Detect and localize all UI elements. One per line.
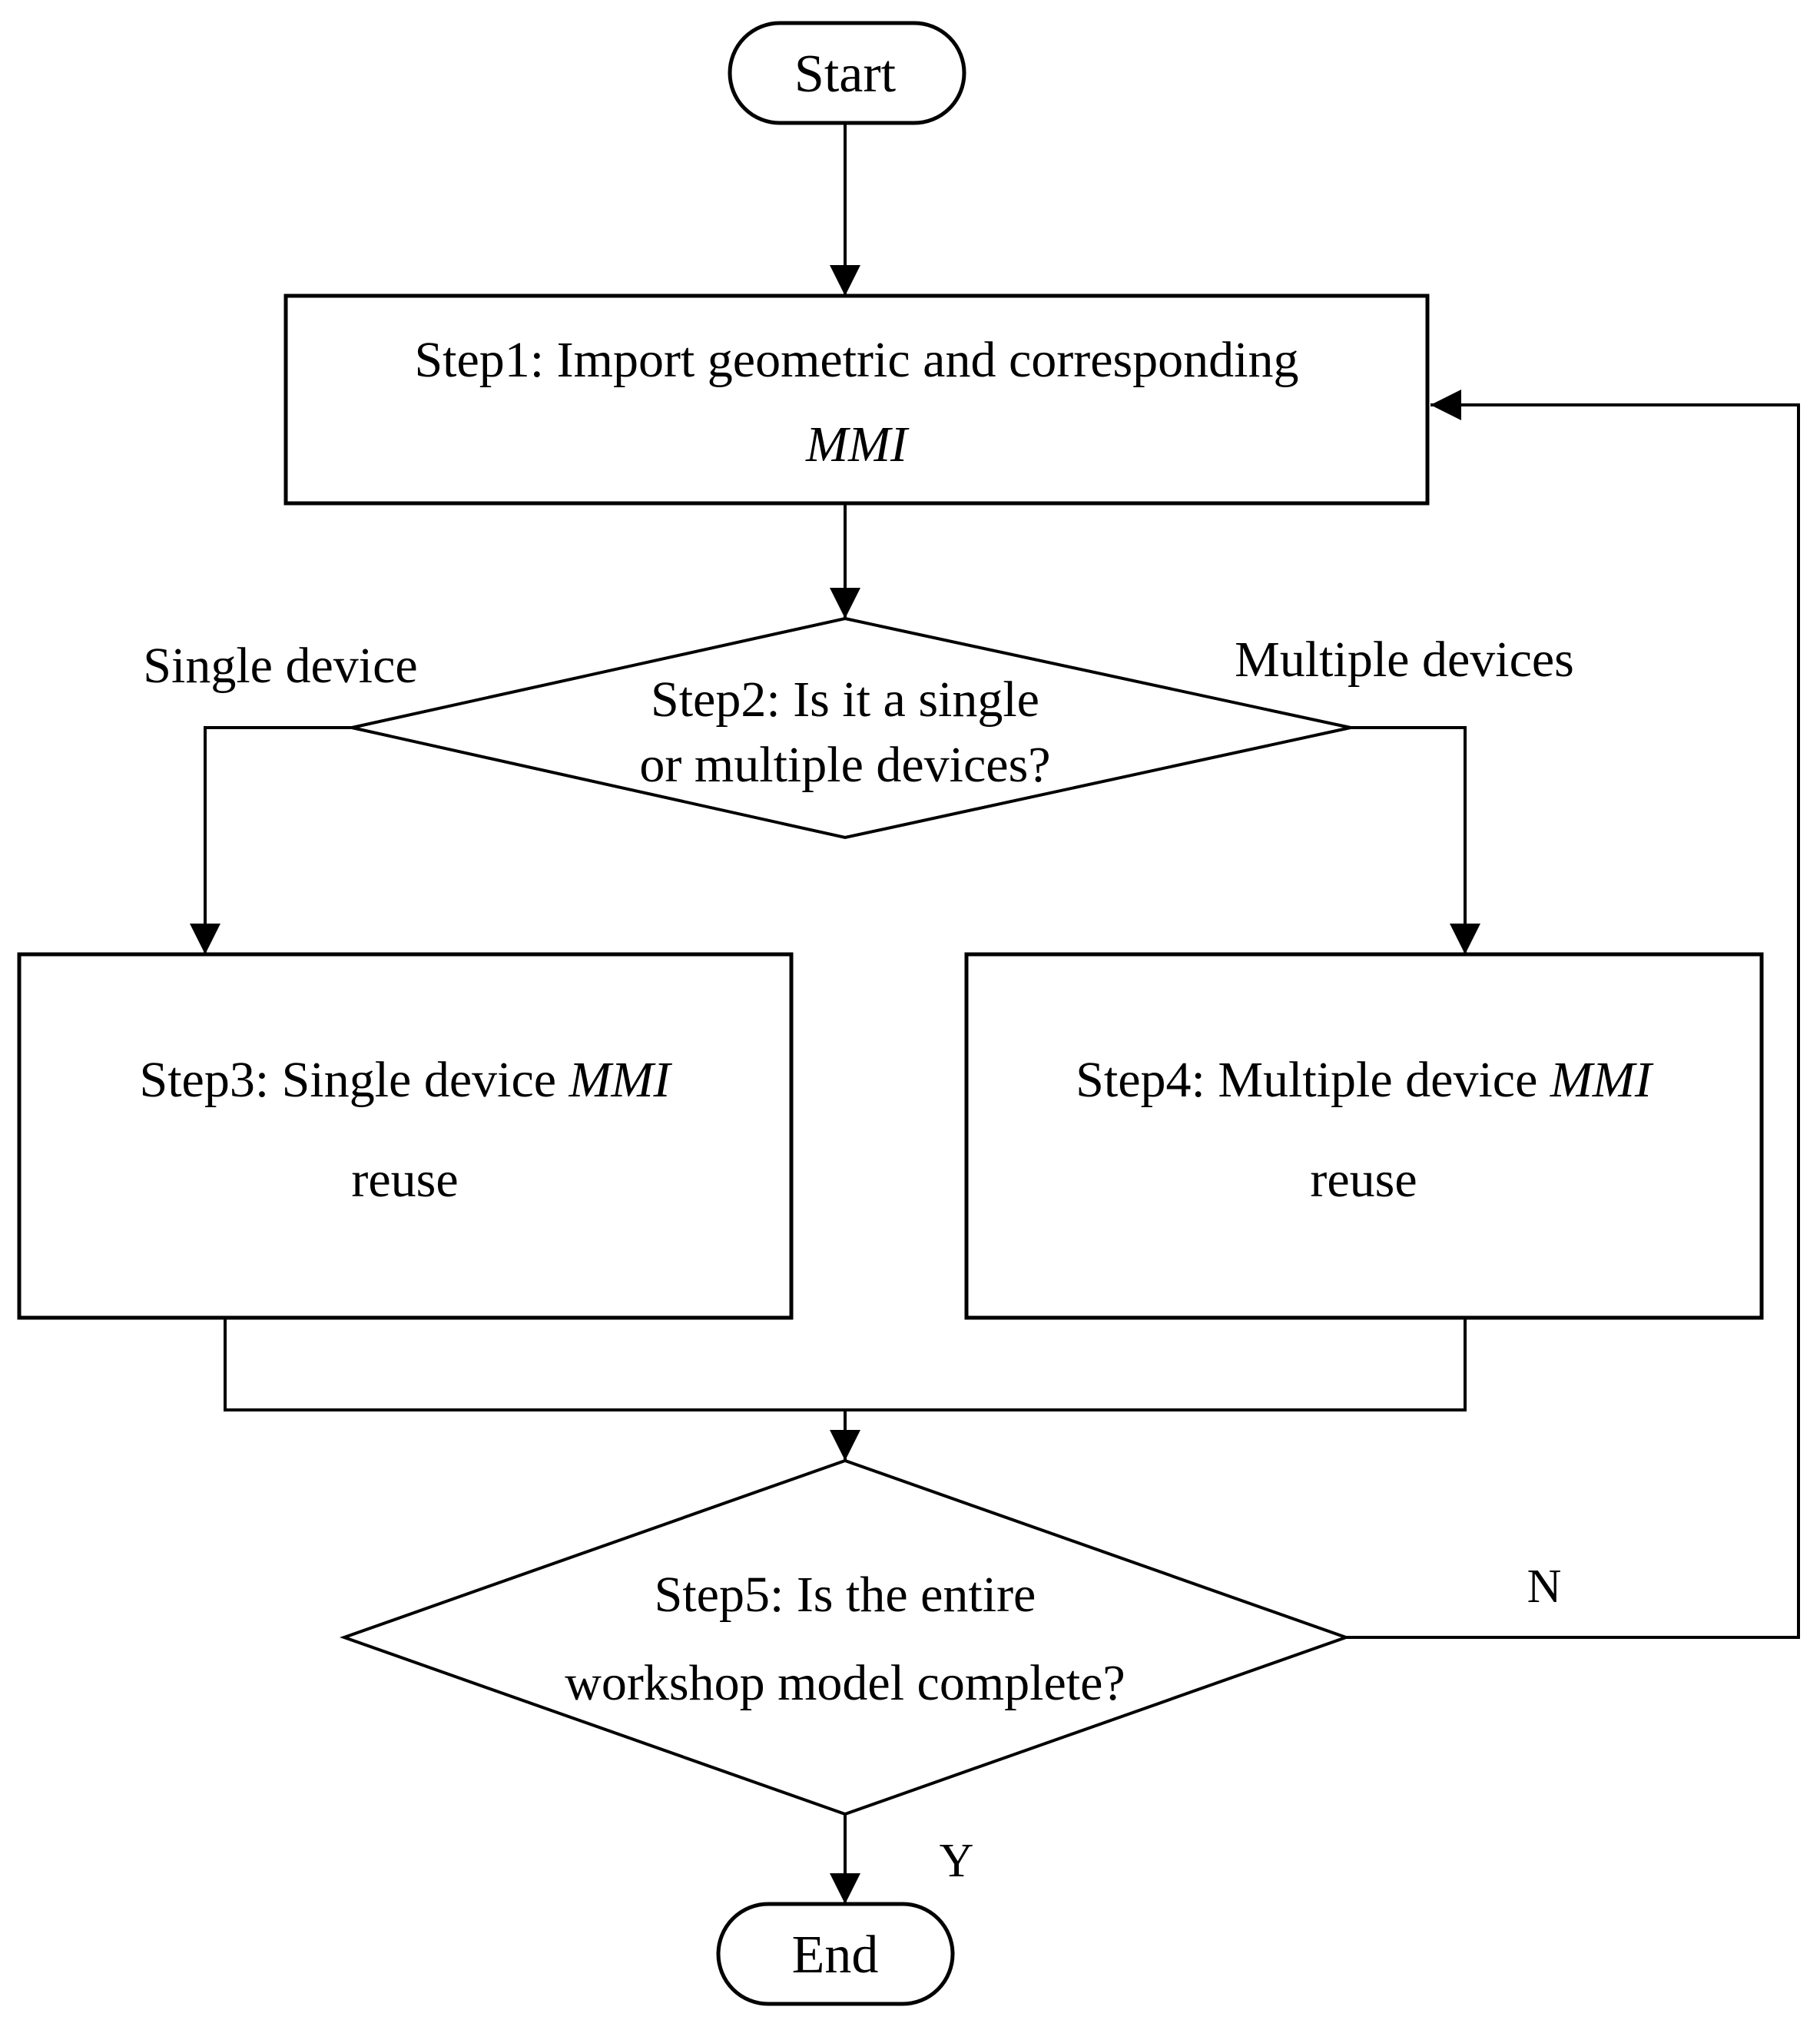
step4-label-line2: reuse [1310, 1152, 1417, 1208]
diagram-shapes [17, 21, 1800, 2006]
start-label: Start [794, 45, 897, 104]
step1-label-line2: MMI [805, 416, 910, 473]
step3-node [17, 952, 794, 1320]
start-node [728, 21, 966, 125]
edge-step5-no-feedback-to-step1 [1346, 390, 1800, 1639]
edge-merge-bus [224, 1318, 1467, 1411]
step4-label-line1: Step4: Multiple device MMI [1076, 1052, 1654, 1108]
edge-step2-to-step3-single [190, 726, 352, 954]
step2-label-line1: Step2: Is it a single [651, 672, 1039, 728]
end-label: End [792, 1926, 879, 1985]
yes-branch-label: Y [940, 1835, 974, 1887]
step3-label-line1: Step3: Single device MMI [139, 1052, 672, 1108]
multiple-devices-branch-label: Multiple devices [1235, 632, 1574, 688]
step2-decision-node [351, 616, 1351, 840]
single-device-branch-label: Single device [143, 638, 417, 694]
diagram-labels: Start Step1: Import geometric and corres… [139, 45, 1653, 1985]
edge-step2-to-step4-multiple [1351, 726, 1480, 954]
no-branch-label: N [1527, 1561, 1562, 1613]
step1-label-line1: Step1: Import geometric and correspondin… [414, 332, 1298, 388]
step3-label-line2: reuse [351, 1152, 458, 1208]
step2-label-line2: or multiple devices? [639, 737, 1050, 793]
step5-label-line1: Step5: Is the entire [655, 1567, 1036, 1623]
end-node [716, 1902, 955, 2006]
step1-node [283, 294, 1430, 506]
step4-node [964, 952, 1764, 1320]
step5-decision-node [339, 1458, 1351, 1816]
step5-label-line2: workshop model complete? [565, 1655, 1125, 1711]
